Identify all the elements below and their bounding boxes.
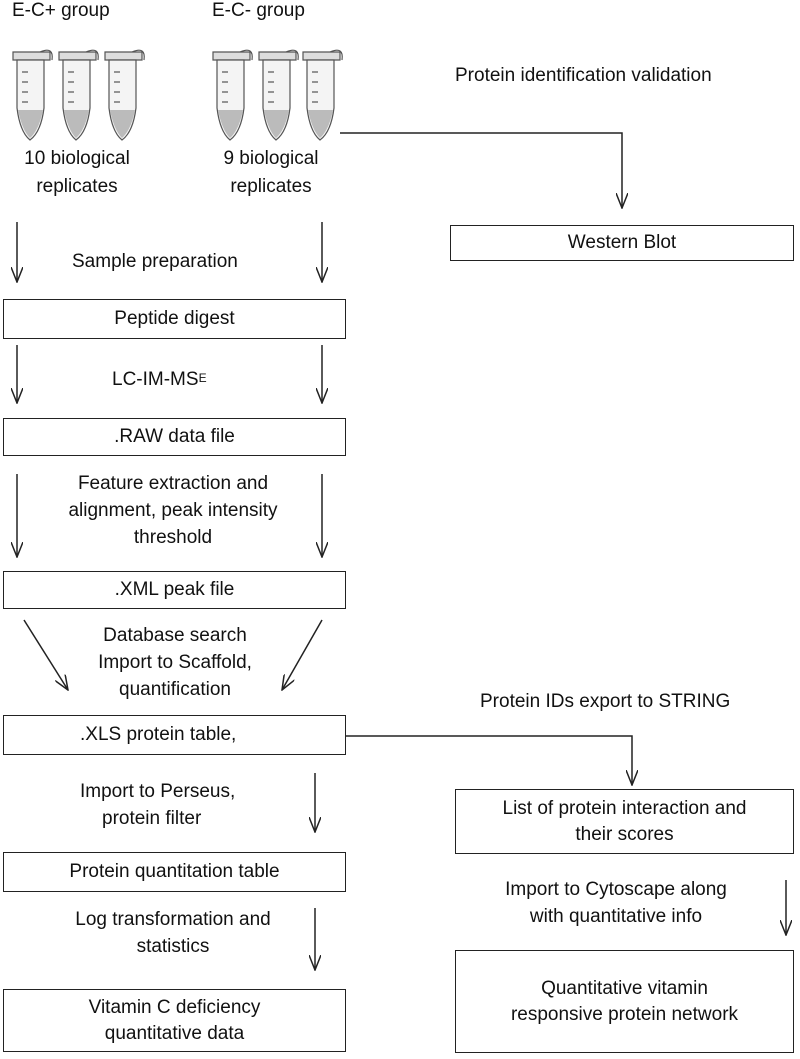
protein-network-box: Quantitative vitamin responsive protein … [455, 950, 794, 1053]
database-search-line2: Import to Scaffold, [98, 652, 252, 673]
log-transformation-line1: Log transformation and [75, 909, 271, 930]
ec-plus-replicates-line2: replicates [36, 176, 118, 197]
interaction-list-box: List of protein interaction and their sc… [455, 789, 794, 854]
ec-minus-group-title: E-C- group [212, 0, 305, 21]
connector-xls-to-interaction [345, 735, 632, 785]
tube-icon [58, 49, 99, 141]
connector-tubes-to-western [340, 132, 622, 208]
perseus-line1: Import to Perseus, [80, 781, 236, 802]
database-search-line3: quantification [119, 679, 231, 700]
tube-icon [212, 49, 253, 141]
ec-minus-replicates-line2: replicates [230, 176, 312, 197]
feature-extraction-line2: alignment, peak intensity [68, 500, 278, 521]
tube-icon [258, 49, 299, 141]
ec-plus-group-title: E-C+ group [12, 0, 110, 21]
vitamin-c-line2: quantitative data [104, 1022, 245, 1044]
log-transformation-line2: statistics [136, 936, 210, 957]
ec-minus-replicates-line1: 9 biological [223, 148, 319, 169]
western-blot-box: Western Blot [450, 225, 794, 261]
peptide-digest-box: Peptide digest [3, 299, 346, 339]
vitamin-c-line1: Vitamin C deficiency [88, 996, 261, 1018]
feature-extraction-line1: Feature extraction and [77, 473, 269, 494]
xls-protein-table-box: .XLS protein table, [3, 715, 346, 755]
lcims-label: LC-IM-MSE [112, 367, 207, 393]
protein-network-line1: Quantitative vitamin [541, 977, 708, 999]
lcims-superscript: E [198, 371, 207, 385]
vitamin-c-deficiency-box: Vitamin C deficiency quantitative data [3, 989, 346, 1052]
protein-quantitation-table-box: Protein quantitation table [3, 852, 346, 892]
sample-prep-label: Sample preparation [72, 251, 238, 272]
lcims-base: LC-IM-MS [112, 369, 199, 390]
tube-icon [12, 49, 53, 141]
protein-network-line2: responsive protein network [510, 1003, 739, 1025]
database-search-line1: Database search [103, 625, 247, 646]
tube-icon [104, 49, 145, 141]
arrow-left-db [23, 619, 68, 690]
cytoscape-line2: with quantitative info [529, 906, 703, 927]
feature-extraction-line3: threshold [133, 527, 213, 548]
arrow-right-db [282, 619, 323, 690]
interaction-list-line1: List of protein interaction and [502, 797, 747, 819]
xml-peak-file-box: .XML peak file [3, 571, 346, 609]
string-export-label: Protein IDs export to STRING [480, 691, 731, 712]
cytoscape-line1: Import to Cytoscape along [505, 879, 727, 900]
ec-plus-replicates-line1: 10 biological [24, 148, 130, 169]
tube-icon [302, 49, 343, 141]
validation-label: Protein identification validation [455, 65, 712, 86]
perseus-line2: protein filter [102, 808, 202, 829]
interaction-list-line2: their scores [575, 823, 674, 845]
raw-data-file-box: .RAW data file [3, 418, 346, 456]
